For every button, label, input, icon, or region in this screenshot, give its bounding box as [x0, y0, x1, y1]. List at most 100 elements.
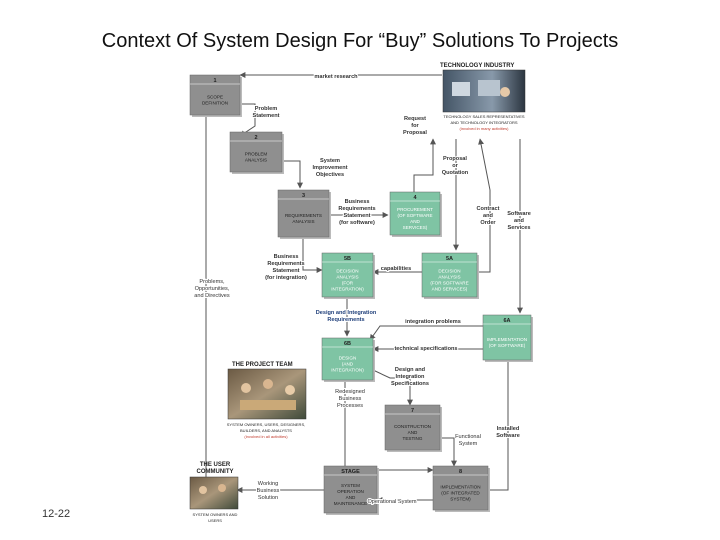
functional-system-arrow — [440, 437, 457, 467]
stage-line: OPERATION — [337, 489, 364, 494]
svg-text:Request: Request — [404, 116, 426, 122]
svg-text:Software: Software — [507, 211, 531, 217]
stage-line: REQUIREMENTS — [285, 213, 322, 218]
svg-text:Improvement: Improvement — [312, 165, 347, 171]
svg-text:Proposal: Proposal — [443, 156, 467, 162]
svg-text:(for integration): (for integration) — [265, 275, 307, 281]
stage-line: ANALYSIS — [438, 275, 460, 280]
problem-statement-arrow — [239, 103, 256, 137]
user-community-line-1: THE USER — [200, 462, 231, 468]
svg-text:and: and — [514, 218, 525, 224]
svg-text:Problems,: Problems, — [199, 279, 225, 285]
stage-id: 4 — [413, 195, 417, 201]
svg-text:Business: Business — [257, 488, 280, 494]
svg-text:Processes: Processes — [337, 403, 363, 409]
contract-arrow — [477, 138, 491, 273]
svg-text:Requirements: Requirements — [267, 261, 304, 267]
svg-text:Requirements: Requirements — [338, 206, 375, 212]
stage-line: ANALYSIS — [336, 275, 358, 280]
stage-line: CONSTRUCTION — [394, 424, 431, 429]
svg-text:Proposal: Proposal — [403, 130, 427, 136]
stage-line: SYSTEM — [341, 483, 360, 488]
stage-line: DECISION — [438, 269, 460, 274]
integration-problems-arrow — [369, 325, 483, 341]
svg-text:Business: Business — [345, 199, 370, 205]
stage-id: 3 — [302, 193, 305, 199]
stage-line: TESTING — [403, 436, 423, 441]
technology-industry-panel: TECHNOLOGY INDUSTRY TECHNOLOGY SALES REP… — [440, 63, 526, 131]
svg-text:Working: Working — [258, 481, 278, 487]
stage-line: DEFINITION — [202, 101, 228, 106]
stage-line: AND — [410, 219, 420, 224]
bus-req-integration-arrow — [302, 237, 323, 273]
user-caption-line-1: SYSTEM OWNERS AND — [193, 512, 238, 517]
svg-text:Business: Business — [274, 254, 299, 260]
stage-line: (AND — [342, 362, 354, 367]
svg-text:Quotation: Quotation — [442, 170, 469, 176]
svg-text:Design and: Design and — [395, 367, 426, 373]
stage-line: AND — [408, 430, 418, 435]
svg-text:Opportunities,: Opportunities, — [195, 286, 230, 292]
slide-number: 12-22 — [42, 508, 71, 520]
stage-line: AND — [346, 495, 356, 500]
stage-id: 5B — [344, 256, 351, 262]
project-team-label: THE PROJECT TEAM — [232, 362, 293, 368]
stage-line: (FOR SOFTWARE — [430, 281, 468, 286]
svg-text:Order: Order — [480, 220, 496, 226]
svg-text:and: and — [483, 213, 494, 219]
svg-text:for: for — [411, 123, 419, 129]
stage-line: (OF SOFTWARE) — [489, 343, 526, 348]
user-photo — [189, 476, 239, 510]
team-involved: (involved in all activities) — [244, 434, 288, 439]
stage-line: SCOPE — [207, 95, 223, 100]
svg-text:Installed: Installed — [497, 426, 520, 432]
stage-line: (OF SOFTWARE — [397, 213, 432, 218]
svg-text:Software: Software — [496, 433, 520, 439]
svg-text:Requirements: Requirements — [327, 317, 364, 323]
stage-line: ANALYSIS — [292, 219, 314, 224]
stage-id: 1 — [213, 78, 216, 84]
stage-line: SERVICES) — [403, 225, 428, 230]
user-community-panel: THE USER COMMUNITY SYSTEM OWNERS AND USE… — [189, 462, 239, 523]
stage-id: 8 — [459, 469, 462, 475]
flow-label-problems-opportunities: Problems,Opportunities,and Directives — [193, 278, 231, 300]
svg-text:Operational System: Operational System — [367, 499, 416, 505]
slide-title: Context Of System Design For “Buy” Solut… — [101, 30, 619, 52]
stage-line: (OF INTEGRATED — [441, 491, 480, 496]
stage-id: 2 — [254, 135, 257, 141]
svg-text:System: System — [459, 441, 478, 447]
tech-caption-line-1: TECHNOLOGY SALES REPRESENTATIVES — [443, 114, 524, 119]
stage-line: MAINTENANCE — [334, 501, 367, 506]
stage-line: INTEGRATION) — [331, 287, 364, 292]
stage-line: DESIGN — [339, 356, 357, 361]
user-caption-line-2: USERS — [208, 518, 222, 523]
stage-line: ANALYSIS — [245, 158, 267, 163]
flow-label-integration-problems: integration problems — [404, 318, 462, 326]
stage-id: 6B — [344, 341, 351, 347]
flow-label-capabilities: capabilities — [380, 265, 412, 273]
svg-text:Design and Integration: Design and Integration — [316, 310, 377, 316]
team-photo — [227, 368, 307, 420]
svg-text:capabilities: capabilities — [381, 266, 411, 272]
svg-text:or: or — [452, 163, 458, 169]
svg-text:Problem: Problem — [255, 106, 277, 112]
flow-label-market-research: market research — [313, 73, 359, 81]
stage-boxes: 1SCOPEDEFINITION2PROBLEMANALYSIS3REQUIRE… — [189, 74, 533, 515]
stage-id: 6A — [503, 318, 510, 324]
